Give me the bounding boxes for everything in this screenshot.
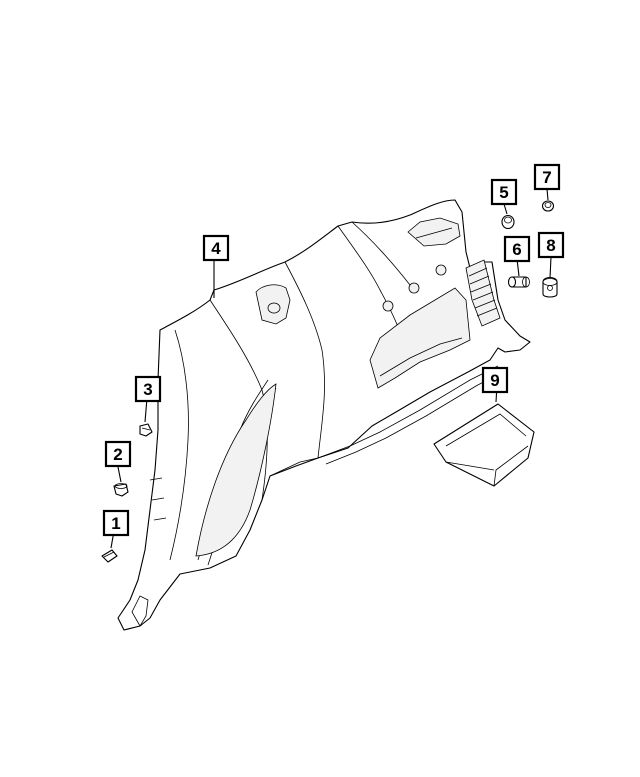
part-7-cap — [541, 200, 555, 212]
part-3-clip — [139, 423, 153, 437]
callout-1-label: 1 — [111, 514, 120, 533]
callout-8-label: 8 — [546, 236, 555, 255]
callout-7: 7 — [533, 163, 561, 191]
callout-7-label: 7 — [542, 168, 551, 187]
callout-6: 6 — [503, 235, 531, 263]
quarter-trim-panel — [117, 199, 531, 631]
part-8-grommet — [542, 276, 558, 298]
part-5-plug — [501, 214, 515, 230]
callout-8: 8 — [537, 231, 565, 259]
callout-3-label: 3 — [143, 380, 152, 399]
storage-tray — [433, 403, 535, 487]
callout-9-label: 9 — [490, 371, 499, 390]
part-2-fastener — [113, 483, 129, 497]
callout-5: 5 — [490, 178, 518, 206]
part-1-clip — [101, 549, 118, 563]
callout-2-label: 2 — [113, 445, 122, 464]
part-6-bushing — [507, 276, 530, 288]
callout-4: 4 — [202, 234, 230, 262]
callout-1: 1 — [102, 509, 130, 537]
callout-9: 9 — [481, 366, 509, 394]
callout-3: 3 — [134, 375, 162, 403]
callout-6-label: 6 — [512, 240, 521, 259]
callout-5-label: 5 — [499, 183, 508, 202]
callout-2: 2 — [104, 440, 132, 468]
callout-4-label: 4 — [211, 239, 221, 258]
